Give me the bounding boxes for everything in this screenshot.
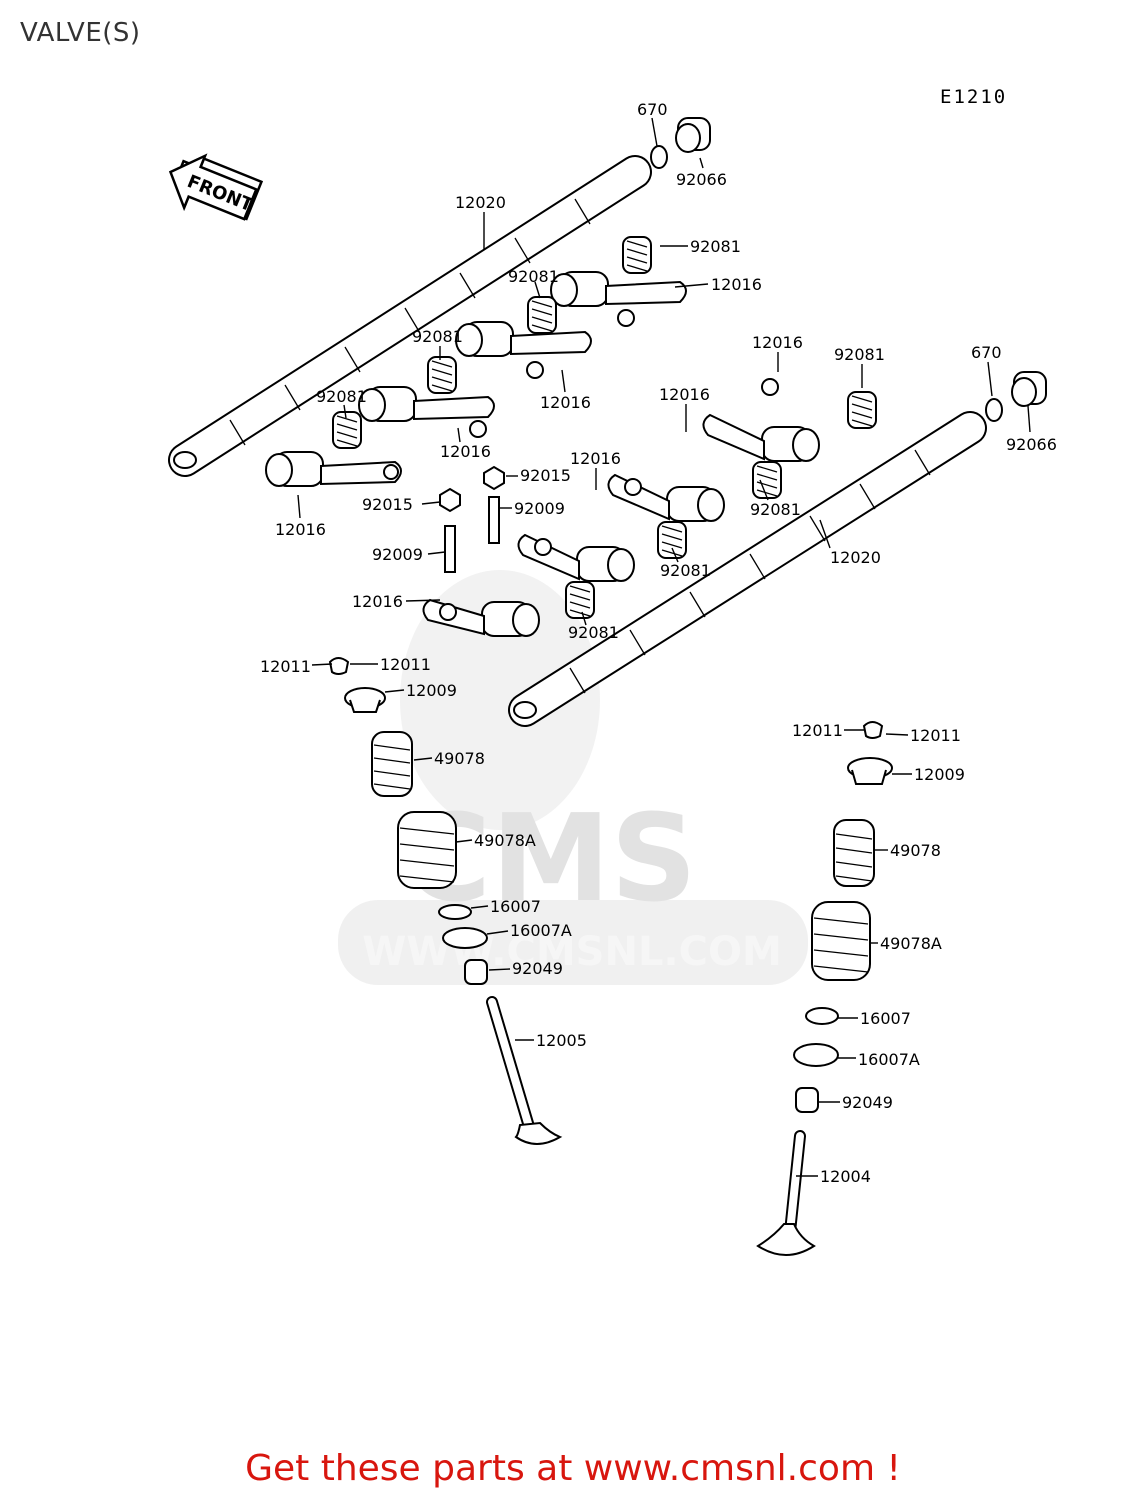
callout-92081-f: 92081 xyxy=(750,500,801,519)
front-arrow-icon: FRONT xyxy=(168,153,264,221)
callout-12011-a: 12011 xyxy=(260,657,311,676)
callout-12009-left: 12009 xyxy=(406,681,457,700)
callout-670-lower: 670 xyxy=(971,343,1002,362)
callout-92081-g: 92081 xyxy=(660,561,711,580)
callout-670-upper: 670 xyxy=(637,100,668,119)
camshaft-lower xyxy=(508,411,987,727)
rocker-springs xyxy=(332,236,877,619)
diagram-code: E1210 xyxy=(940,86,1008,108)
callout-49078a-left: 49078A xyxy=(474,831,536,850)
callout-92081-h: 92081 xyxy=(568,623,619,642)
watermark-url: WWW.CMSNL.COM xyxy=(362,929,782,975)
parts-link-banner[interactable]: Get these parts at www.cmsnl.com ! xyxy=(245,1448,901,1489)
callout-49078-right: 49078 xyxy=(890,841,941,860)
callout-92015-a: 92015 xyxy=(520,466,571,485)
plug-upper xyxy=(650,117,711,169)
watermark: CMS WWW.CMSNL.COM xyxy=(338,570,808,985)
callout-92009-a: 92009 xyxy=(514,499,565,518)
callout-12016-a: 12016 xyxy=(711,275,762,294)
callout-92081-c: 92081 xyxy=(412,327,463,346)
camshaft-upper xyxy=(168,155,652,477)
callout-12016-f: 12016 xyxy=(659,385,710,404)
callout-12016-h: 12016 xyxy=(352,592,403,611)
callout-12005: 12005 xyxy=(536,1031,587,1050)
leader-lines xyxy=(297,117,1031,1177)
callout-12011-d: 12011 xyxy=(910,726,961,745)
callout-12011-b: 12011 xyxy=(380,655,431,674)
adjusting-screws xyxy=(439,465,505,573)
callout-12011-c: 12011 xyxy=(792,721,843,740)
callout-12016-c: 12016 xyxy=(440,442,491,461)
rocker-arms xyxy=(265,271,820,637)
callout-16007-right: 16007 xyxy=(860,1009,911,1028)
callout-92066-lower: 92066 xyxy=(1006,435,1057,454)
callout-49078a-right: 49078A xyxy=(880,934,942,953)
callout-12004: 12004 xyxy=(820,1167,871,1186)
valve-stack-right xyxy=(756,721,893,1256)
callout-92009-b: 92009 xyxy=(372,545,423,564)
callout-12016-e: 12016 xyxy=(752,333,803,352)
callout-12020-lower: 12020 xyxy=(830,548,881,567)
callout-92081-b: 92081 xyxy=(508,267,559,286)
plug-lower xyxy=(985,371,1047,422)
callout-92049-right: 92049 xyxy=(842,1093,893,1112)
callout-labels: 670 92066 12020 92081 92081 12016 92081 … xyxy=(260,100,1057,1186)
exploded-parts-diagram: CMS WWW.CMSNL.COM FRONT xyxy=(168,100,1057,1256)
callout-92015-b: 92015 xyxy=(362,495,413,514)
callout-12009-right: 12009 xyxy=(914,765,965,784)
callout-49078-left: 49078 xyxy=(434,749,485,768)
callout-92049-left: 92049 xyxy=(512,959,563,978)
callout-92066-upper: 92066 xyxy=(676,170,727,189)
callout-12016-g: 12016 xyxy=(570,449,621,468)
callout-92081-d: 92081 xyxy=(316,387,367,406)
callout-92081-e: 92081 xyxy=(834,345,885,364)
callout-12020-upper: 12020 xyxy=(455,193,506,212)
page-title: VALVE(S) xyxy=(20,18,141,48)
callout-12016-d: 12016 xyxy=(275,520,326,539)
callout-92081-a: 92081 xyxy=(690,237,741,256)
callout-16007a-left: 16007A xyxy=(510,921,572,940)
callout-16007-left: 16007 xyxy=(490,897,541,916)
callout-16007a-right: 16007A xyxy=(858,1050,920,1069)
callout-12016-b: 12016 xyxy=(540,393,591,412)
valve-stack-left xyxy=(328,657,563,1145)
